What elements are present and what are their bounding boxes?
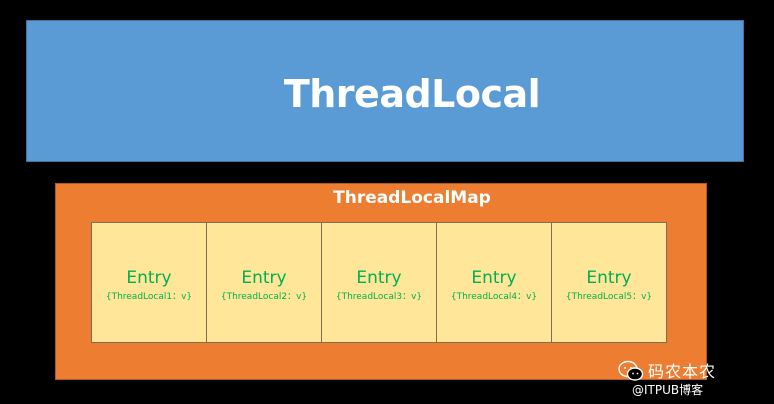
wechat-icon: [618, 360, 644, 381]
watermark-name: 码农本农: [648, 362, 717, 381]
entry-box-2: Entry {ThreadLocal2：v}: [206, 222, 322, 343]
entry-box-4: Entry {ThreadLocal4：v}: [436, 222, 552, 343]
watermark-source: @ITPUB博客: [632, 383, 704, 397]
entry-label: Entry: [586, 267, 632, 288]
entry-list: Entry {ThreadLocal1：v} Entry {ThreadLoca…: [91, 222, 671, 343]
watermark: 码农本农 @ITPUB博客: [618, 356, 768, 400]
entry-detail: {ThreadLocal5：v}: [565, 291, 653, 302]
threadlocal-box: [26, 20, 744, 162]
entry-label: Entry: [126, 267, 172, 288]
entry-detail: {ThreadLocal3：v}: [335, 291, 423, 302]
entry-label: Entry: [356, 267, 402, 288]
entry-box-1: Entry {ThreadLocal1：v}: [91, 222, 207, 343]
entry-box-3: Entry {ThreadLocal3：v}: [321, 222, 437, 343]
entry-detail: {ThreadLocal2：v}: [220, 291, 308, 302]
entry-box-5: Entry {ThreadLocal5：v}: [551, 222, 667, 343]
entry-label: Entry: [471, 267, 517, 288]
entry-detail: {ThreadLocal1：v}: [105, 291, 193, 302]
entry-detail: {ThreadLocal4：v}: [450, 291, 538, 302]
threadlocal-title: ThreadLocal: [283, 72, 541, 116]
entry-label: Entry: [241, 267, 287, 288]
threadlocalmap-title: ThreadLocalMap: [333, 188, 491, 208]
